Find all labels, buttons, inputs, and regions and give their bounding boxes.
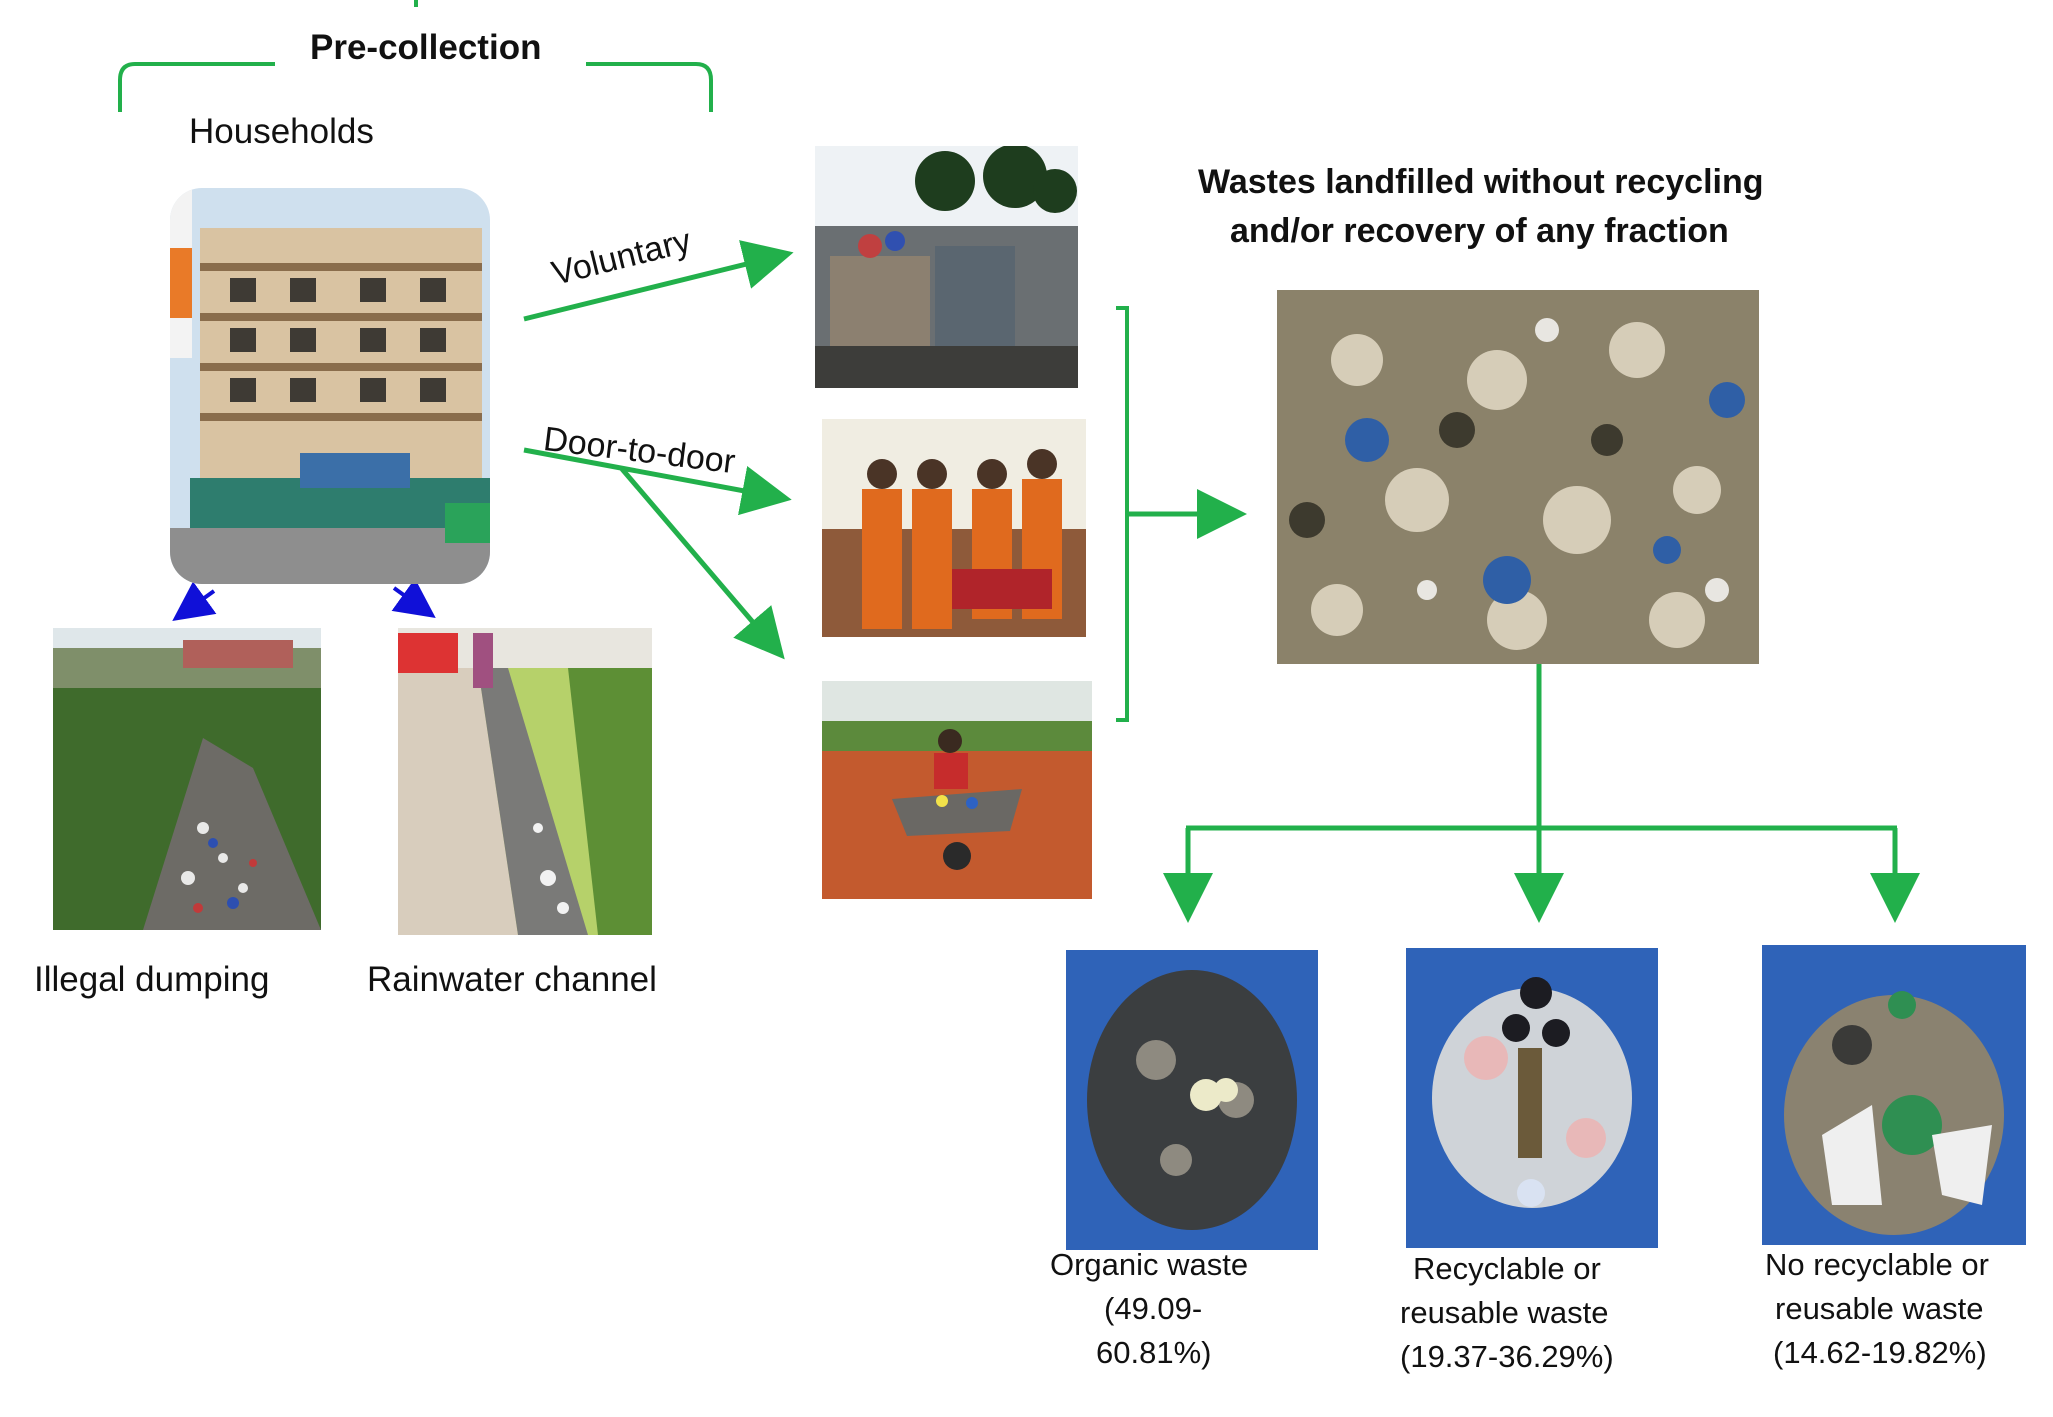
rainwater-channel-photo bbox=[398, 628, 652, 935]
landfill-title-line2: and/or recovery of any fraction bbox=[1230, 212, 1729, 250]
door-to-door-arrow-moto bbox=[523, 447, 792, 516]
collection-group-bracket bbox=[1116, 306, 1129, 722]
recyclable-waste-photo bbox=[1406, 948, 1658, 1248]
non-recyclable-waste-photo bbox=[1762, 945, 2026, 1245]
rainwater-channel-arrow bbox=[391, 578, 436, 619]
landfill-title-line1: Wastes landfilled without recycling bbox=[1198, 163, 1764, 201]
door-to-door-cart-photo bbox=[822, 681, 1092, 899]
organic-label-line2: (49.09- bbox=[1104, 1291, 1203, 1326]
voluntary-point-photo bbox=[815, 146, 1078, 388]
recyclable-label-line3: (19.37-36.29%) bbox=[1400, 1339, 1614, 1374]
voluntary-arrow bbox=[523, 240, 794, 322]
households-photo bbox=[170, 188, 490, 584]
recyclable-label-line1: Recyclable or bbox=[1413, 1251, 1601, 1286]
non-recyclable-label-line2: reusable waste bbox=[1775, 1291, 1984, 1326]
illegal-dumping-arrow bbox=[172, 581, 217, 622]
door-to-door-arrow-cart bbox=[620, 467, 785, 660]
pre-collection-bracket-right bbox=[586, 62, 713, 112]
non-recyclable-label-line1: No recyclable or bbox=[1765, 1247, 1989, 1282]
door-to-door-moto-photo bbox=[822, 419, 1086, 637]
pre-collection-bracket-left bbox=[118, 62, 275, 112]
organic-label-line1: Organic waste bbox=[1050, 1247, 1249, 1282]
organic-waste-photo bbox=[1066, 950, 1318, 1250]
rainwater-channel-label: Rainwater channel bbox=[367, 960, 657, 999]
pre-collection-title: Pre-collection bbox=[310, 28, 542, 67]
non-recyclable-label-line3: (14.62-19.82%) bbox=[1773, 1335, 1987, 1370]
illegal-dumping-photo bbox=[53, 628, 321, 930]
organic-label-line3: 60.81%) bbox=[1096, 1335, 1212, 1370]
landfill-photo bbox=[1277, 290, 1759, 664]
households-label: Households bbox=[189, 112, 374, 151]
illegal-dumping-label: Illegal dumping bbox=[34, 960, 270, 999]
recyclable-label-line2: reusable waste bbox=[1400, 1295, 1609, 1330]
